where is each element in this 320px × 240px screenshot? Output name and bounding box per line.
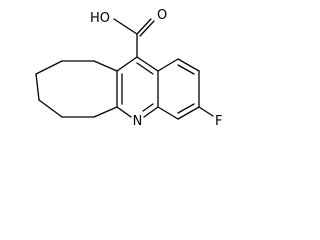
bond-lines <box>35 18 214 120</box>
bond-c11-c11a <box>136 56 159 72</box>
fluorine-label: F <box>215 114 222 129</box>
bond-c3-c4 <box>177 106 200 120</box>
bond-c5a-n <box>116 106 132 118</box>
bond-n-c4a <box>143 106 159 118</box>
bond-c3-c4-inner <box>177 103 195 114</box>
bond-c11-c11a-inner <box>136 62 154 75</box>
bond-c3-f <box>198 106 214 117</box>
bond-c7-c6 <box>38 99 63 118</box>
bond-c4-c4a <box>157 106 179 120</box>
bond-c5-c5a <box>93 106 118 118</box>
bond-c4a-n-inner <box>142 103 154 112</box>
bond-c9-c8 <box>35 60 63 75</box>
bond-c1-c2 <box>177 58 200 72</box>
hydroxyl-label: HO <box>90 11 110 26</box>
bond-c11-c10a <box>116 56 138 72</box>
bond-c10a-c10 <box>93 60 118 72</box>
bond-c-o-double-a <box>136 18 152 35</box>
bond-c-o-double-b <box>139 20 155 37</box>
bond-c11a-c1 <box>157 58 179 72</box>
bond-c8-c7 <box>35 73 40 101</box>
bond-c-oh <box>113 18 138 35</box>
atom-labels: HO O N F <box>90 8 223 129</box>
carbonyl-oxygen-label: O <box>157 8 167 23</box>
chemical-structure-diagram: HO O N F <box>35 8 223 129</box>
bond-c1-c2-inner <box>177 64 195 75</box>
nitrogen-label: N <box>133 114 143 129</box>
